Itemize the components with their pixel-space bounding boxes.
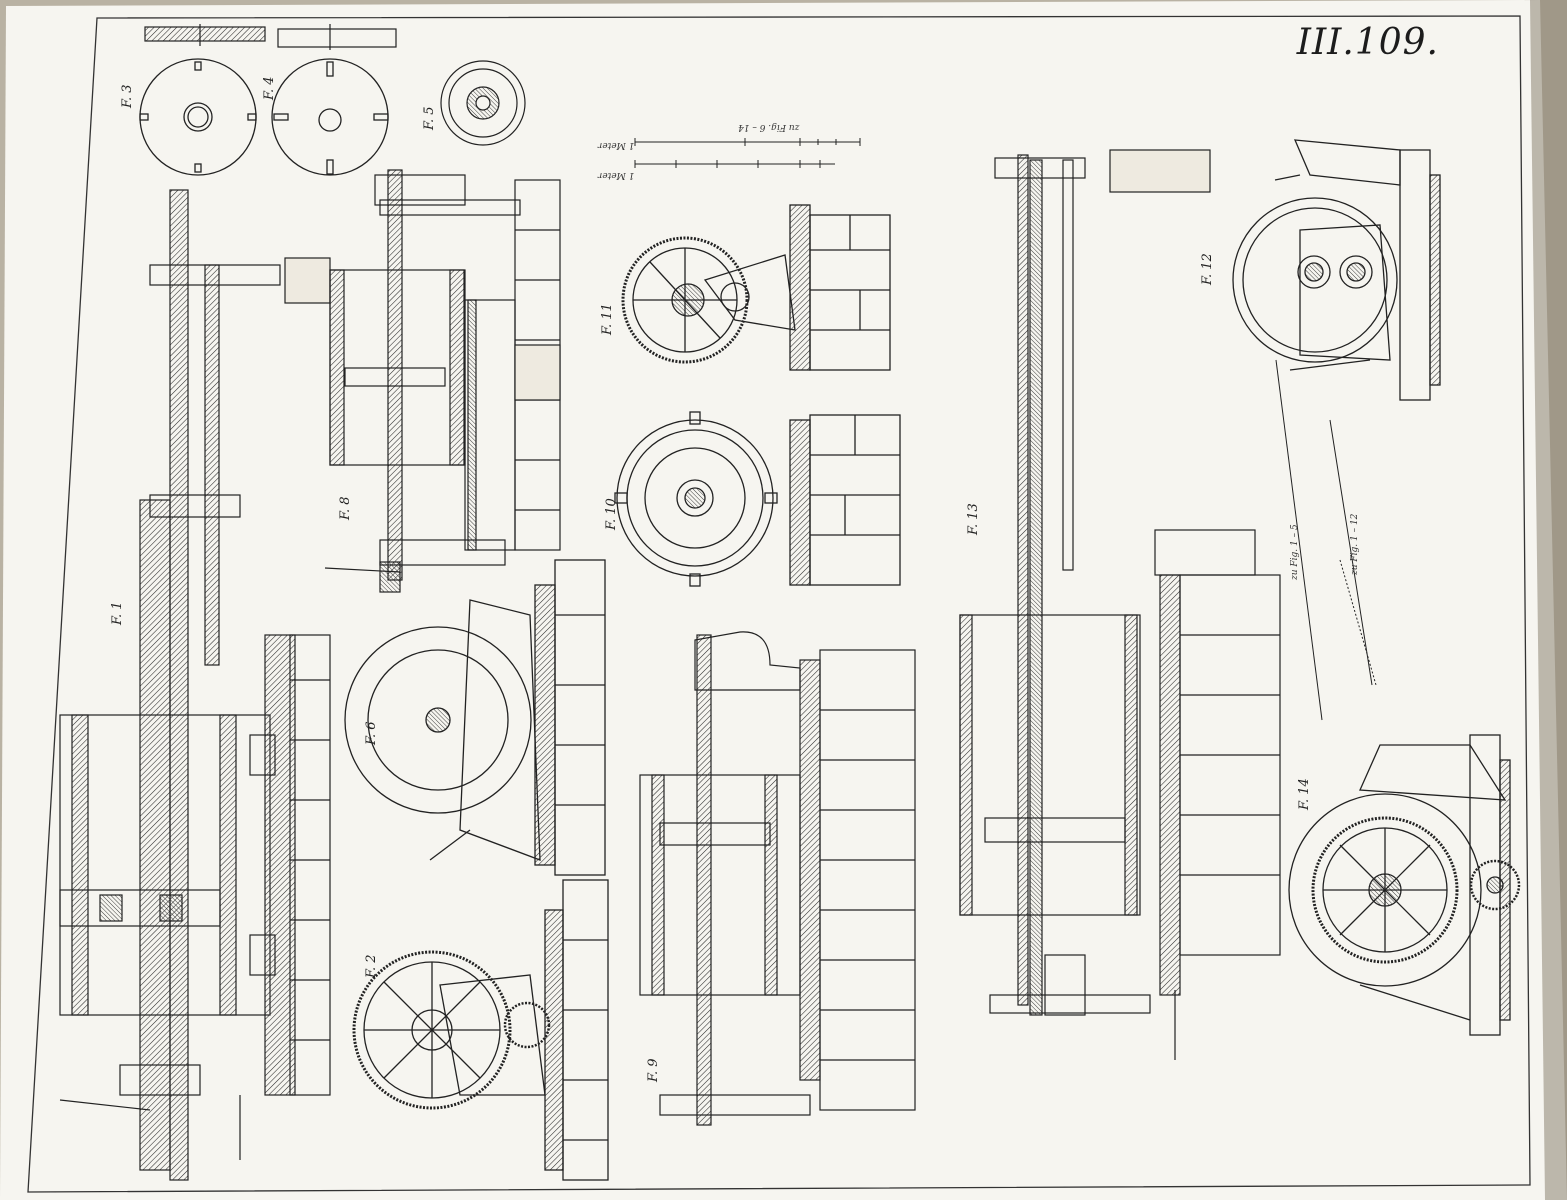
- disc-fig4: [271, 58, 389, 176]
- fig-label-11: F. 11: [600, 303, 615, 335]
- fig10-drawing: [614, 411, 901, 587]
- fig7-drawing: [344, 559, 606, 876]
- fig-label-13: F. 13: [966, 503, 981, 535]
- fig12-drawing: [1232, 139, 1441, 401]
- disc-fig3: [139, 58, 257, 176]
- fig-label-8: F. 8: [338, 496, 353, 520]
- fig-label-14: F. 14: [1297, 778, 1312, 810]
- fig-label-2: F. 2: [364, 954, 379, 978]
- fig-label-10: F. 10: [604, 498, 619, 530]
- fig11-drawing: [621, 204, 891, 371]
- fig-label-5: F. 5: [422, 106, 437, 130]
- fig14-drawing: [1288, 734, 1521, 1036]
- fig-label-9: F. 9: [646, 1058, 661, 1082]
- disc-fig5: [440, 60, 526, 146]
- scale-label-meter-lower: 1 Meter: [598, 170, 635, 180]
- scale-label-right-primary: zu Fig. 1 – 5: [1290, 524, 1300, 580]
- fig-label-4: F. 4: [262, 76, 277, 100]
- scale-label-right-secondary: zu Fig. 1 – 12: [1350, 513, 1360, 575]
- fig9-drawing: [639, 631, 916, 1126]
- fig6-drawing: [59, 189, 331, 1181]
- fig8-drawing: [324, 169, 561, 593]
- fig-label-6: F. 6: [364, 721, 379, 745]
- fig-label-1: F. 1: [110, 601, 125, 625]
- paper-shadow: [1530, 0, 1567, 1200]
- shaft-detail-top: [144, 24, 397, 50]
- scale-bars-right: [1275, 359, 1377, 721]
- plate-border: [27, 15, 1531, 1193]
- fig2-drawing: [352, 879, 609, 1181]
- fig13-drawing: [959, 149, 1281, 1060]
- scale-label-meter: 1 Meter: [598, 140, 635, 150]
- scale-bar-top: [634, 138, 861, 168]
- fig-label-12: F. 12: [1200, 253, 1215, 285]
- plate-number: III.109.: [1296, 22, 1439, 63]
- fig-label-3: F. 3: [120, 84, 135, 108]
- scale-label-primary: zu Fig. 6 – 14: [738, 122, 800, 132]
